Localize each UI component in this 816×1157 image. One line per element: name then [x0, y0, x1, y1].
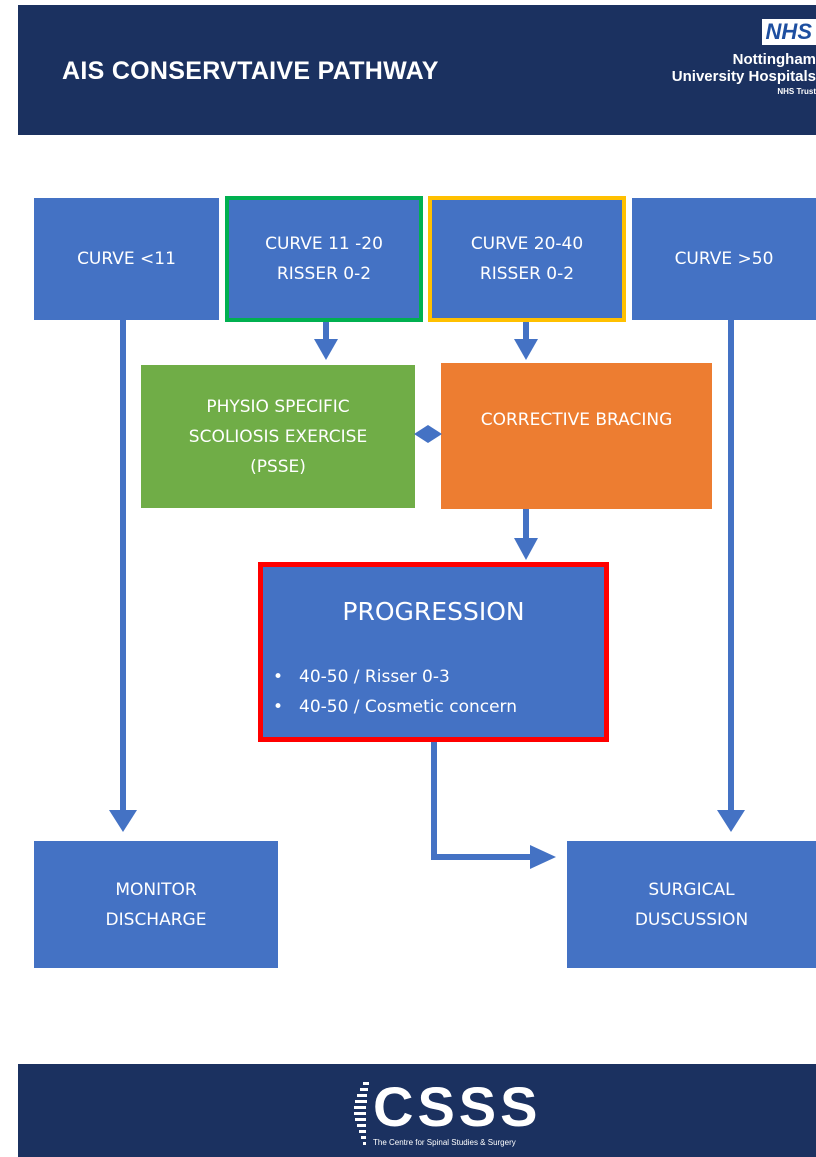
box-curve-11-20-line2: RISSER 0-2 [276, 264, 372, 284]
spine-icon [354, 1082, 369, 1145]
box-bracing-line1: CORRECTIVE BRACING [480, 410, 673, 430]
csss-logo-subtitle: The Centre for Spinal Studies & Surgery [373, 1138, 516, 1147]
box-progression: PROGRESSION • 40-50 / Risser 0-3 • 40-50… [258, 562, 609, 742]
double-arrow-right-head [428, 425, 442, 443]
arrow-progression-to-surgical [431, 742, 532, 860]
box-monitor-line2: DISCHARGE [105, 909, 207, 930]
nhs-org-line1: Nottingham [732, 51, 816, 68]
arrowhead-surgical-down [717, 810, 745, 832]
box-curve-11-20-line1: CURVE 11 -20 [265, 234, 383, 254]
box-monitor-line1: MONITOR [115, 879, 197, 900]
box-corrective-bracing: CORRECTIVE BRACING [441, 363, 712, 509]
nhs-org-line2: University Hospitals [671, 68, 816, 85]
progression-item-text: 40-50 / Cosmetic concern [299, 697, 518, 717]
arrowhead-progression [514, 538, 538, 560]
progression-list: • 40-50 / Risser 0-3 • 40-50 / Cosmetic … [273, 662, 517, 722]
box-curve-gt50-line1: CURVE >50 [674, 249, 774, 269]
box-psse: PHYSIO SPECIFIC SCOLIOSIS EXERCISE (PSSE… [141, 365, 415, 508]
box-curve-11-20: CURVE 11 -20 RISSER 0-2 [225, 196, 423, 322]
progression-item-text: 40-50 / Risser 0-3 [299, 667, 450, 687]
arrowhead-monitor [109, 810, 137, 832]
box-surgical-line2: DUSCUSSION [634, 909, 749, 930]
header-bar: AIS CONSERVTAIVE PATHWAY NHS Nottingham … [18, 5, 816, 135]
page-title: AIS CONSERVTAIVE PATHWAY [62, 57, 439, 85]
box-monitor-discharge: MONITOR DISCHARGE [34, 841, 278, 968]
nhs-logo: NHS [761, 19, 816, 45]
csss-logo-text: CSSS [373, 1075, 542, 1138]
double-arrow-left-head [414, 425, 428, 443]
progression-item: • 40-50 / Risser 0-3 [273, 662, 517, 692]
arrowhead-surgical-right [530, 845, 556, 869]
box-psse-line1: PHYSIO SPECIFIC [206, 396, 350, 417]
arrowhead-psse [314, 339, 338, 360]
arrowhead-bracing [514, 339, 538, 360]
bullet-icon: • [273, 667, 284, 687]
box-surgical-line1: SURGICAL [648, 879, 735, 900]
progression-title: PROGRESSION [342, 597, 525, 626]
box-curve-lt11-line1: CURVE <11 [77, 249, 176, 269]
nhs-trust-label: NHS Trust [777, 87, 816, 96]
box-curve-gt50: CURVE >50 [632, 198, 816, 320]
footer-bar: CSSS The Centre for Spinal Studies & Sur… [18, 1064, 816, 1157]
progression-item: • 40-50 / Cosmetic concern [273, 692, 517, 722]
csss-logo: CSSS The Centre for Spinal Studies & Sur… [351, 1078, 591, 1152]
box-psse-line3: (PSSE) [250, 456, 306, 477]
box-psse-line2: SCOLIOSIS EXERCISE [188, 426, 368, 447]
box-curve-20-40-line2: RISSER 0-2 [479, 264, 575, 284]
nhs-org-name: Nottingham University Hospitals [672, 51, 816, 85]
box-surgical-discussion: SURGICAL DUSCUSSION [567, 841, 816, 968]
bullet-icon: • [273, 697, 284, 717]
box-curve-lt11: CURVE <11 [34, 198, 219, 320]
box-curve-20-40-line1: CURVE 20-40 [470, 234, 584, 254]
box-curve-20-40: CURVE 20-40 RISSER 0-2 [428, 196, 626, 322]
